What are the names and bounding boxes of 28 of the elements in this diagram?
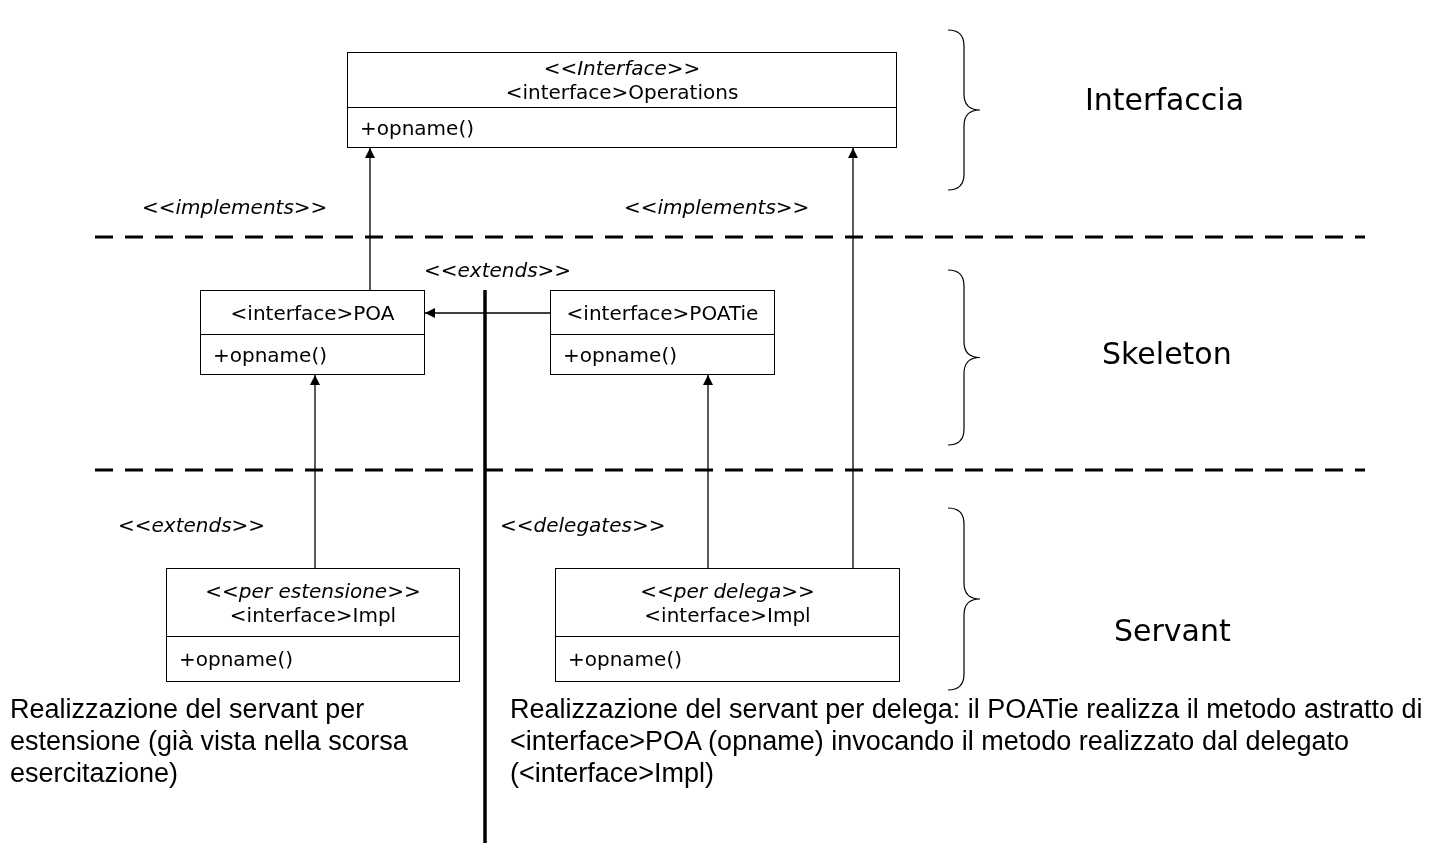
arrow <box>424 308 551 318</box>
operation-text: +opname() <box>213 342 327 367</box>
operation-text: +opname() <box>563 342 677 367</box>
description-text: Realizzazione del servant per estensione (già vista nella scorsa esercitazione) <box>10 694 409 790</box>
class-name: <interface>Operations <box>505 80 739 104</box>
arrow <box>310 374 320 569</box>
class-box <box>550 290 775 375</box>
description-text: Realizzazione del servant per delega: il POATie realizza il metodo astratto di <interface>POA (opname) invocando il metodo realizzato dal delegato (<interface>Impl) <box>510 694 1424 790</box>
class-name: <interface>Impl <box>644 602 811 627</box>
arrow <box>703 374 713 569</box>
class-box <box>166 568 460 682</box>
class-name: <interface>POATie <box>566 300 759 325</box>
arrow <box>848 147 858 569</box>
arrow <box>365 147 375 291</box>
class-box <box>555 568 900 682</box>
class-box <box>200 290 425 375</box>
layer-label: Skeleton <box>1102 336 1233 372</box>
class-box <box>347 52 897 148</box>
operation-text: +opname() <box>568 647 682 671</box>
layer-label: Interfaccia <box>1085 82 1246 118</box>
class-name: <interface>POA <box>230 300 395 325</box>
stereotype-label: <<Interface>> <box>543 56 701 80</box>
stereotype-label: <<per delega>> <box>640 578 815 603</box>
layer-label: Servant <box>1114 613 1232 649</box>
class-name: <interface>Impl <box>229 602 397 627</box>
operation-text: +opname() <box>179 647 293 671</box>
operation-text: +opname() <box>360 115 474 140</box>
stereotype-label: <<per estensione>> <box>205 578 421 603</box>
